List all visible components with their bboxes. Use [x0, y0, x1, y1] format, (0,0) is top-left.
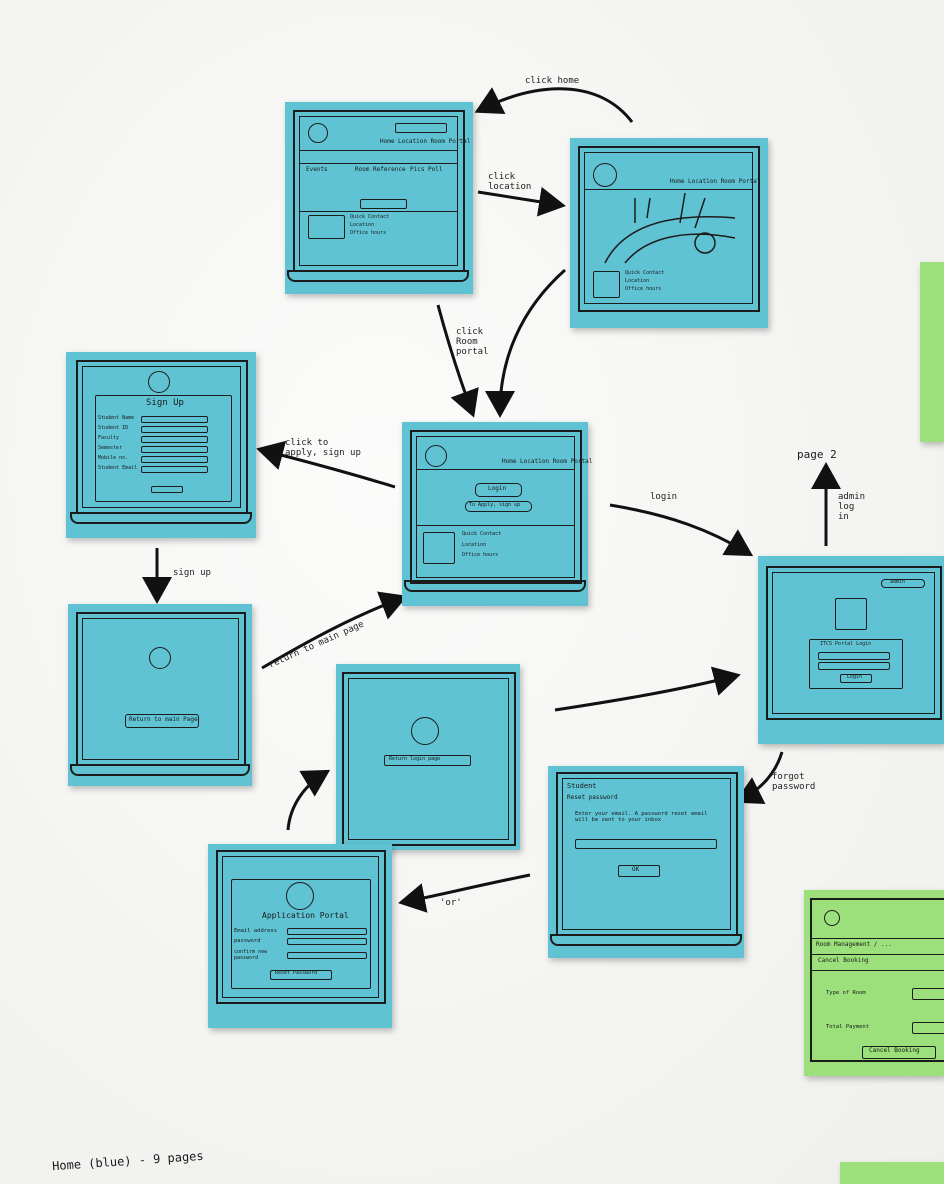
note-signup: Sign Up Student Name Student ID Faculty … — [66, 352, 256, 538]
arrow-to-signup — [256, 440, 396, 489]
logo-circle — [286, 882, 314, 910]
note-return-login: Return login page — [336, 664, 520, 850]
login-logo — [835, 598, 867, 630]
admin-button[interactable]: admin — [881, 579, 925, 588]
arrow-click-location — [477, 186, 566, 217]
logo-circle — [425, 445, 447, 467]
cancel-booking-button[interactable]: Cancel Booking — [862, 1046, 936, 1059]
logo-circle — [824, 910, 840, 926]
arrow-up-return-login — [286, 769, 331, 831]
label-forgot-password: forgot password — [772, 772, 816, 792]
note-green-cancel-booking: Room Management / ... Cancel Booking Typ… — [804, 890, 944, 1076]
login-form: ITCS Portal Login Login — [809, 639, 903, 689]
col-room-reference: Room Reference — [355, 166, 406, 173]
label-click-room-portal: click Room portal — [456, 327, 489, 357]
label-admin-login: admin log in — [838, 492, 866, 522]
note-reset: Student Reset password Enter your email.… — [548, 766, 744, 958]
note-home: Home Location Room Portal Events Room Re… — [285, 102, 473, 294]
logo-circle — [308, 123, 328, 143]
note-application: Application Portal Email address passwor… — [208, 844, 392, 1028]
password-field[interactable] — [818, 662, 890, 670]
logo-circle — [593, 163, 617, 187]
note-portal: Home Location Room Portal Login To Apply… — [402, 422, 592, 606]
signup-title: Sign Up — [146, 398, 184, 408]
logo-circle — [149, 647, 171, 669]
reset-password-button[interactable]: Reset Password — [270, 970, 332, 980]
col-pics: Pics Poll — [410, 166, 443, 173]
tab-cancel-booking: Cancel Booking — [818, 957, 869, 964]
note-green-edge-bottom — [840, 1162, 944, 1184]
label-click-to-apply: click to apply, sign up — [285, 438, 361, 458]
signup-form: Sign Up Student Name Student ID Faculty … — [95, 395, 232, 502]
username-field[interactable] — [818, 652, 890, 660]
login-button[interactable]: Login — [475, 483, 522, 497]
reset-message: Enter your email. A password reset email… — [575, 811, 708, 824]
note-return-main: Return to main Page — [68, 604, 252, 786]
arrow-login — [609, 503, 754, 557]
login-submit-button[interactable]: Login — [840, 674, 872, 683]
application-form: Application Portal Email address passwor… — [231, 879, 371, 989]
label-or: 'or' — [440, 898, 462, 908]
arrow-forgot — [734, 751, 784, 805]
label-click-home: click home — [525, 76, 580, 86]
nav-links: Home Location Room Portal — [380, 138, 471, 145]
reset-email-field[interactable] — [575, 839, 717, 849]
role-label: Student — [567, 782, 597, 790]
arrow-or — [398, 873, 531, 913]
page-2-text: page 2 — [797, 448, 837, 461]
col-events: Events — [306, 166, 328, 173]
arrow-room-portal-1 — [436, 304, 479, 418]
arrow-return-main — [261, 591, 408, 670]
note-green-edge-top — [920, 262, 944, 442]
application-title: Application Portal — [262, 911, 349, 920]
app-password-field[interactable] — [287, 938, 367, 945]
label-sign-up: sign up — [173, 568, 211, 578]
search-box — [395, 123, 447, 133]
breadcrumb: Room Management / ... — [816, 941, 892, 948]
arrow-room-portal-2 — [485, 268, 566, 418]
note-location: Home Location Room Portal Quick Contact … — [570, 138, 768, 328]
ok-button[interactable]: OK — [618, 865, 660, 877]
map-thumb — [308, 215, 345, 239]
return-login-button[interactable]: Return login page — [384, 755, 471, 766]
logo-circle — [148, 371, 170, 393]
map-drawing — [604, 193, 736, 264]
label-login: login — [650, 492, 678, 502]
logo-circle — [411, 717, 439, 745]
arrow-click-home — [474, 87, 634, 123]
label-click-location: click location — [488, 172, 532, 192]
reset-title: Reset password — [567, 794, 618, 801]
return-main-button[interactable]: Return to main Page — [125, 714, 199, 728]
apply-signup-button[interactable]: To Apply, sign up — [465, 501, 532, 512]
app-email-field[interactable] — [287, 928, 367, 935]
arrow-to-login — [554, 666, 741, 712]
note-login: admin ITCS Portal Login Login — [758, 556, 944, 744]
app-confirm-field[interactable] — [287, 952, 367, 959]
